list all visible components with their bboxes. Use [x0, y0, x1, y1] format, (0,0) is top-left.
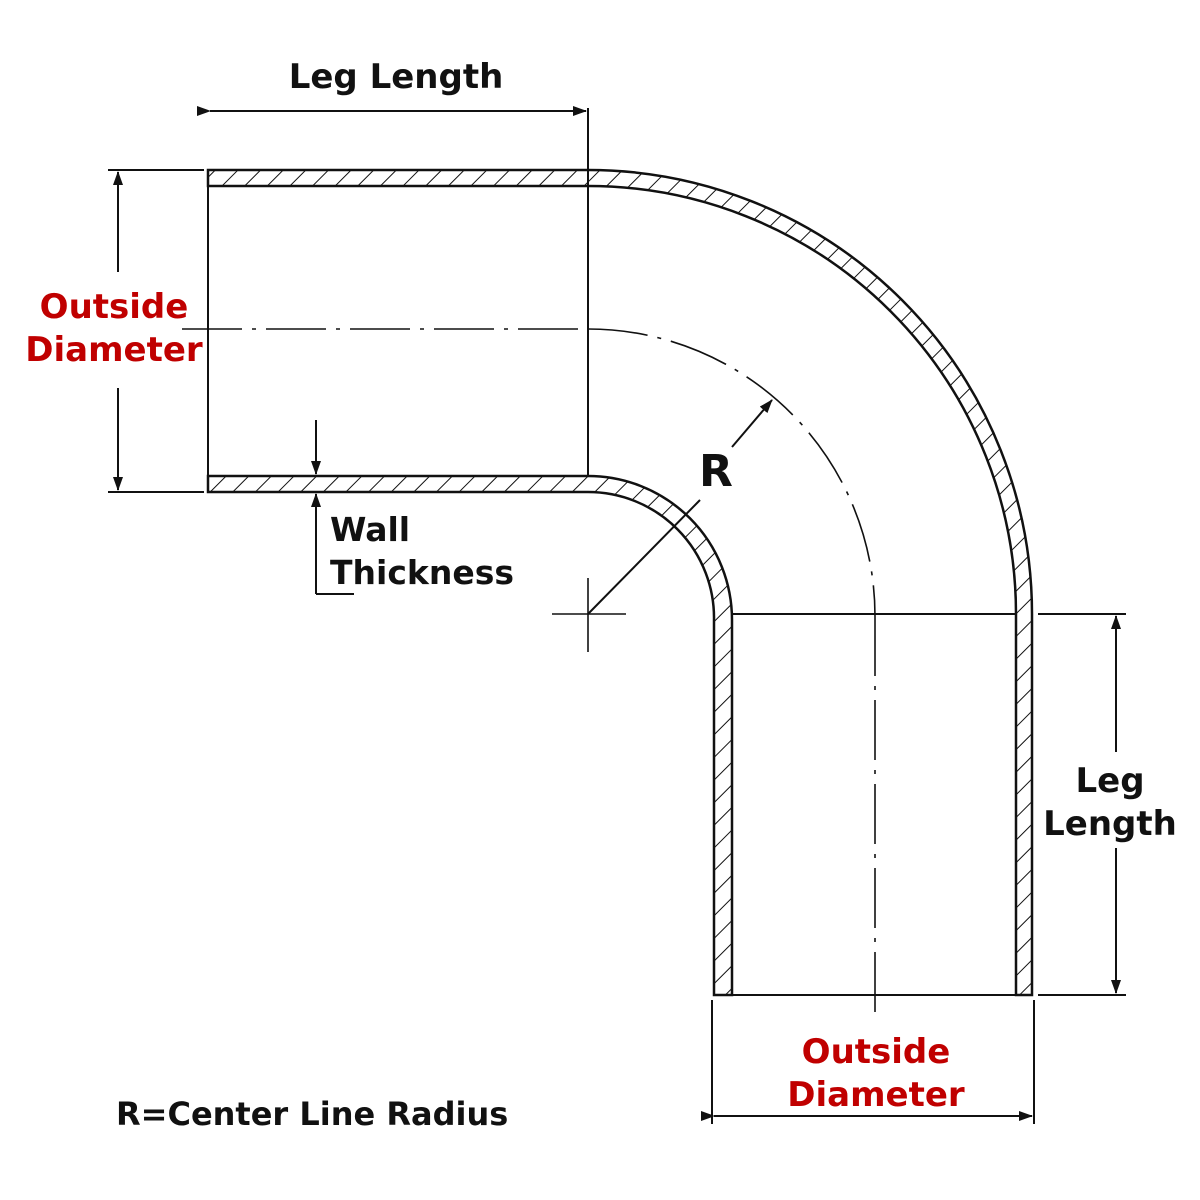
radius-label: R [699, 446, 733, 497]
bottom-od-label-line1: Outside [802, 1032, 951, 1072]
bottom-od-label-line2: Diameter [787, 1075, 965, 1115]
wall-thickness-label-line2: Thickness [330, 553, 514, 592]
left-od-label-line1: Outside [40, 287, 189, 327]
radius-leader-line [587, 499, 701, 615]
legend-text: R=Center Line Radius [116, 1095, 508, 1133]
radius-arrow [731, 399, 773, 448]
right-leg-length-label-line1: Leg [1075, 761, 1144, 801]
bend-centerline-arc [587, 328, 876, 617]
top-leg-length-label: Leg Length [289, 57, 504, 97]
bend-center-mark [552, 578, 626, 652]
wall-thickness-label-line1: Wall [330, 510, 410, 549]
left-od-label-line2: Diameter [25, 330, 203, 370]
right-leg-length-label-line2: Length [1043, 804, 1177, 844]
